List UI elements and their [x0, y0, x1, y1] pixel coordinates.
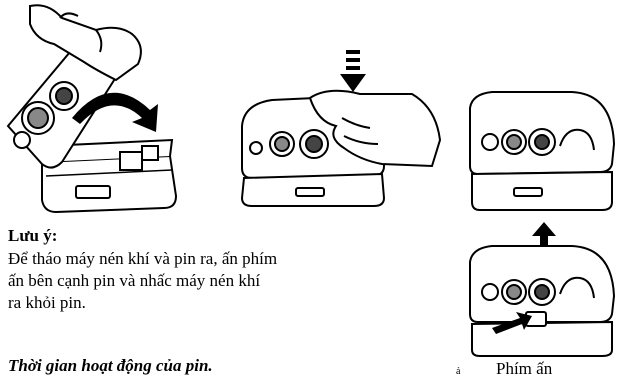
stray-mark: ả — [456, 367, 460, 377]
note-line: Để tháo máy nén khí và pin ra, ấn phím — [8, 248, 378, 270]
compressor-unit — [470, 246, 614, 356]
illustration-assembled — [462, 84, 622, 214]
note-line: ra khỏi pin. — [8, 292, 378, 314]
illustration-release — [462, 216, 622, 358]
assembled-unit — [470, 92, 614, 210]
release-drawing — [462, 216, 622, 358]
dashed-down-arrow-icon — [340, 50, 366, 92]
attach-compressor-drawing — [0, 0, 200, 222]
illustration-press-down — [232, 48, 442, 208]
press-down-drawing — [232, 48, 442, 208]
section-title: Thời gian hoạt động của pin. — [8, 356, 213, 376]
note-text: Để tháo máy nén khí và pin ra, ấn phím ấ… — [8, 248, 378, 314]
release-button-label: Phím ấn — [496, 359, 552, 379]
assembled-drawing — [462, 84, 622, 214]
note-title: Lưu ý: — [8, 226, 57, 246]
note-line: ấn bên cạnh pin và nhấc máy nén khí — [8, 270, 378, 292]
up-arrow-icon — [532, 222, 556, 246]
illustration-attach-compressor — [0, 0, 200, 222]
